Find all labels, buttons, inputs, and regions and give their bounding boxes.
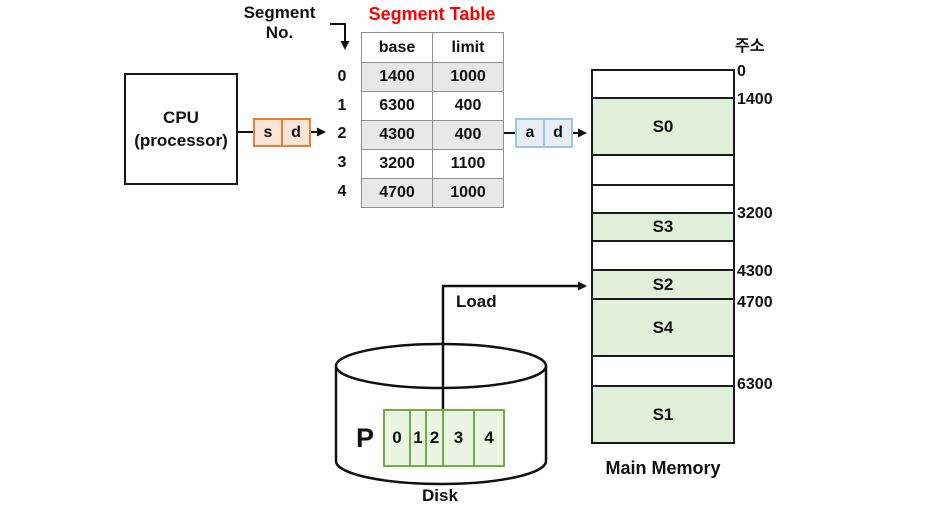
limit-cell: 400 — [432, 120, 504, 150]
memory-segment-s1: S1 — [593, 385, 733, 442]
table-row: 1400 1000 — [361, 62, 504, 92]
main-memory-map: S0 S3 S2 S4 S1 — [591, 69, 735, 444]
cpu-sublabel: (processor) — [134, 131, 228, 150]
segment-row-number-0: 0 — [337, 68, 347, 85]
memory-free-region — [593, 355, 733, 385]
segment-table-header-row: base limit — [361, 32, 504, 63]
base-cell: 1400 — [361, 62, 433, 92]
base-cell: 4300 — [361, 120, 433, 150]
register-cell-d: d — [281, 120, 309, 145]
memory-free-region — [593, 154, 733, 184]
limit-cell: 1000 — [432, 62, 504, 92]
memory-free-region — [593, 240, 733, 269]
memory-segment-s0: S0 — [593, 97, 733, 154]
memory-free-region — [593, 184, 733, 212]
disk-block-2: 2 — [427, 409, 444, 467]
register-cell-d: d — [543, 120, 571, 146]
address-label-3200: 3200 — [737, 205, 773, 222]
table-row: 3200 1100 — [361, 149, 504, 179]
cpu-box: CPU (processor) — [124, 73, 238, 185]
base-cell: 4700 — [361, 178, 433, 208]
segment-no-elbow-arrow — [330, 23, 350, 50]
register-cell-s: s — [263, 124, 273, 141]
segment-no-label: Segment No. — [243, 3, 316, 42]
process-label: P — [355, 423, 374, 453]
register-cell-a: a — [525, 124, 535, 141]
limit-cell: 1000 — [432, 178, 504, 208]
memory-segment-s3: S3 — [593, 212, 733, 240]
segment-row-number-2: 2 — [337, 125, 347, 142]
address-column-header: 주소 — [735, 38, 765, 55]
address-label-4700: 4700 — [737, 294, 773, 311]
limit-cell: 1100 — [432, 149, 504, 179]
column-header-limit: limit — [432, 32, 504, 63]
logical-address-register: s d — [253, 118, 311, 147]
table-row: 6300 400 — [361, 91, 504, 121]
address-label-4300: 4300 — [737, 263, 773, 280]
table-row: 4300 400 — [361, 120, 504, 150]
cpu-label: CPU — [163, 108, 199, 127]
memory-segment-s4: S4 — [593, 298, 733, 355]
disk-block-3: 3 — [444, 409, 475, 467]
limit-cell: 400 — [432, 91, 504, 121]
address-label-6300: 6300 — [737, 376, 773, 393]
disk-block-0: 0 — [383, 409, 411, 467]
load-label: Load — [456, 292, 497, 311]
disk-segment-blocks: 0 1 2 3 4 — [383, 409, 505, 467]
memory-free-region — [593, 71, 733, 97]
memory-segment-s2: S2 — [593, 269, 733, 298]
segment-table-title: Segment Table — [368, 4, 496, 24]
physical-address-register: a d — [515, 118, 573, 148]
segment-table: base limit 1400 1000 6300 400 4300 400 3… — [361, 32, 504, 208]
address-label-1400: 1400 — [737, 91, 773, 108]
segment-row-number-1: 1 — [337, 97, 347, 114]
base-cell: 6300 — [361, 91, 433, 121]
column-header-base: base — [361, 32, 433, 63]
disk-block-1: 1 — [411, 409, 427, 467]
table-row: 4700 1000 — [361, 178, 504, 208]
segment-row-number-3: 3 — [337, 154, 347, 171]
address-label-0: 0 — [737, 63, 746, 80]
disk-block-4: 4 — [475, 409, 505, 467]
disk-caption: Disk — [422, 486, 458, 505]
segment-row-number-4: 4 — [337, 183, 347, 200]
base-cell: 3200 — [361, 149, 433, 179]
main-memory-caption: Main Memory — [605, 458, 721, 478]
